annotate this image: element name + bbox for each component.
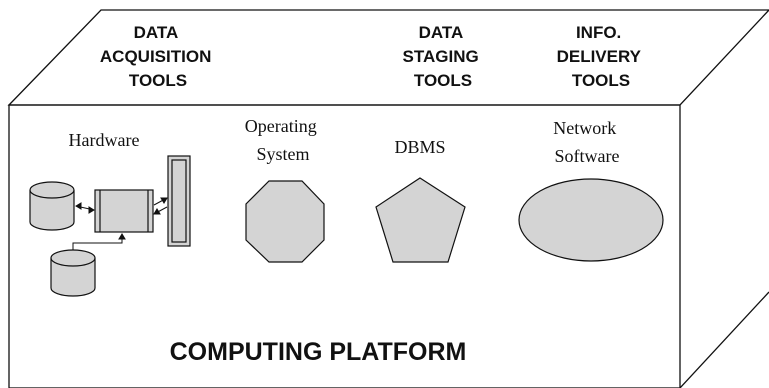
hardware-connectors [72, 197, 168, 250]
component-label-line: System [256, 144, 309, 164]
top-label-line: DATA [419, 23, 463, 42]
platform-label: COMPUTING PLATFORM [170, 338, 467, 366]
component-label-line: DBMS [394, 137, 445, 157]
top-label-line: ACQUISITION [100, 47, 211, 66]
hardware-illustration [29, 155, 191, 297]
top-label-line: TOOLS [129, 71, 187, 90]
top-label-info-delivery: INFO. DELIVERY TOOLS [557, 23, 646, 90]
component-label-line: Software [555, 146, 620, 166]
box-right-edge [679, 291, 769, 388]
top-label-line: INFO. [576, 23, 621, 42]
dbms-label: DBMS [394, 137, 445, 157]
top-label-data-acquisition: DATA ACQUISITION TOOLS [100, 23, 216, 90]
network-software-ellipse [518, 178, 664, 262]
operating-system-octagon [245, 180, 325, 263]
box-front-face [8, 104, 681, 388]
component-label-line: Hardware [69, 130, 140, 150]
top-label-line: DATA [134, 23, 178, 42]
disk-cylinder-upper [29, 181, 75, 231]
component-label-line: Network [553, 118, 616, 138]
top-label-line: TOOLS [414, 71, 472, 90]
top-label-line: DELIVERY [557, 47, 642, 66]
top-label-line: TOOLS [572, 71, 630, 90]
top-label-data-staging: DATA STAGING TOOLS [403, 23, 484, 90]
disk-cylinder-lower [50, 249, 96, 297]
network-software-label: Network Software [553, 118, 620, 166]
dbms-pentagon [375, 177, 466, 263]
top-label-line: STAGING [403, 47, 479, 66]
tower-unit [167, 155, 191, 247]
operating-system-label: Operating System [245, 116, 321, 164]
hardware-label: Hardware [69, 130, 140, 150]
component-label-line: Operating [245, 116, 317, 136]
platform-box [7, 9, 769, 388]
processor-unit [94, 189, 154, 233]
